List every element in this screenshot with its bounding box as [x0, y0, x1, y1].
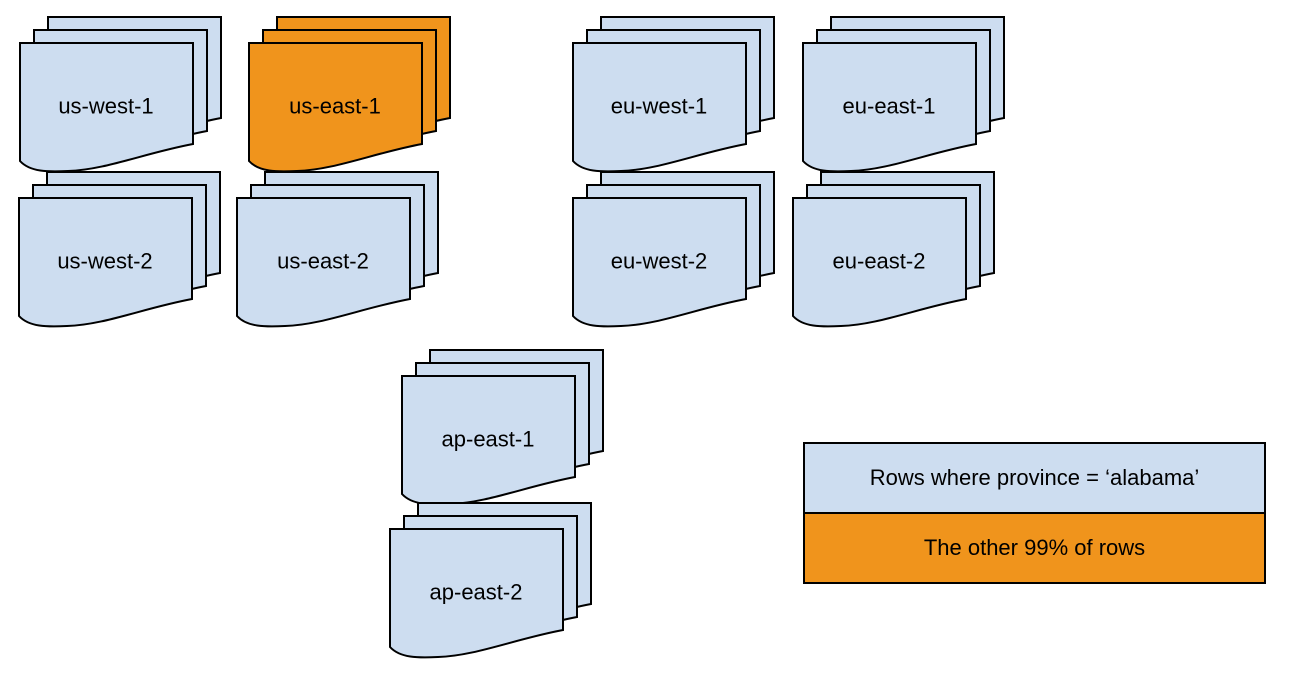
region-stack-us-west-1: us-west-1 [19, 16, 222, 173]
region-stack-eu-east-1: eu-east-1 [802, 16, 1005, 173]
region-label: ap-east-2 [430, 580, 523, 605]
region-label: us-east-1 [289, 94, 381, 119]
region-label: eu-east-1 [843, 94, 936, 119]
region-label: eu-east-2 [833, 249, 926, 274]
legend-item-other-rows: The other 99% of rows [805, 512, 1264, 582]
legend-item-label: The other 99% of rows [923, 535, 1146, 560]
legend-item-label: Rows where province = ‘alabama’ [869, 465, 1200, 490]
region-label: eu-west-2 [611, 249, 708, 274]
region-stack-us-east-2: us-east-2 [236, 171, 439, 328]
region-stack-us-west-2: us-west-2 [18, 171, 221, 328]
region-stack-ap-east-1: ap-east-1 [401, 349, 604, 506]
region-stack-eu-east-2: eu-east-2 [792, 171, 995, 328]
region-label: eu-west-1 [611, 94, 708, 119]
region-label: us-east-2 [277, 249, 369, 274]
region-label: us-west-1 [58, 94, 153, 119]
region-stack-us-east-1: us-east-1 [248, 16, 451, 173]
region-label: ap-east-1 [442, 427, 535, 452]
region-stack-ap-east-2: ap-east-2 [389, 502, 592, 659]
region-label: us-west-2 [57, 249, 152, 274]
region-stack-eu-west-1: eu-west-1 [572, 16, 775, 173]
legend-item-province-rows: Rows where province = ‘alabama’ [805, 444, 1264, 512]
legend: Rows where province = ‘alabama’ The othe… [803, 442, 1266, 584]
region-stack-eu-west-2: eu-west-2 [572, 171, 775, 328]
